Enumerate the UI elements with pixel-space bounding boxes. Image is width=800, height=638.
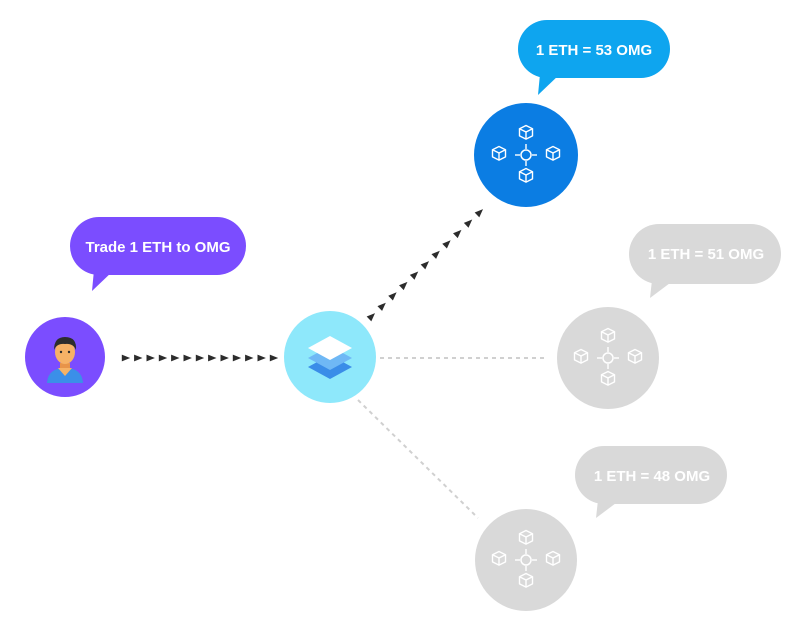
network-nodes-icon xyxy=(573,327,643,386)
arrow-head xyxy=(409,271,419,280)
arrow-head xyxy=(134,354,143,362)
arrow-head xyxy=(232,354,242,362)
arrow-head xyxy=(269,354,279,362)
network-hub xyxy=(520,149,532,161)
arrow-head xyxy=(474,209,484,218)
network-hub xyxy=(602,352,614,364)
arrow-head xyxy=(420,261,430,270)
exchange-node-3[interactable] xyxy=(475,509,577,611)
arrow-head xyxy=(195,354,205,362)
exchange-rate-text-2: 1 ETH = 51 OMG xyxy=(648,246,764,263)
arrow-head xyxy=(388,292,397,301)
arrow-head xyxy=(171,354,180,362)
network-hub xyxy=(520,554,532,566)
arrow-head xyxy=(146,354,155,362)
exchange-rate-bubble-best: 1 ETH = 53 OMG xyxy=(518,20,670,95)
arrow-head xyxy=(183,354,192,362)
exchange-node-2[interactable] xyxy=(557,307,659,409)
arrow-head xyxy=(220,354,229,362)
network-nodes-icon xyxy=(491,529,561,588)
user-node[interactable] xyxy=(25,317,105,397)
aggregator-node[interactable] xyxy=(284,311,376,403)
arrow-head xyxy=(442,240,451,249)
layers-icon xyxy=(308,336,352,379)
network-nodes-icon xyxy=(491,124,561,183)
exchange-rate-bubble-3: 1 ETH = 48 OMG xyxy=(575,446,727,518)
user-speech-bubble: Trade 1 ETH to OMG xyxy=(70,217,246,291)
exchange-node-best[interactable] xyxy=(474,103,578,207)
exchange-rate-text-3: 1 ETH = 48 OMG xyxy=(594,468,710,485)
arrow-head xyxy=(121,354,131,362)
arrow-head xyxy=(158,354,168,362)
connector-aggregator-to-exchange-3 xyxy=(357,399,479,519)
arrow-head xyxy=(366,313,376,322)
arrow-head xyxy=(463,219,473,228)
arrow-head xyxy=(399,281,408,291)
connector-user-to-aggregator xyxy=(121,354,279,362)
arrow-head xyxy=(377,302,386,311)
arrow-head xyxy=(453,229,462,239)
user-speech-text: Trade 1 ETH to OMG xyxy=(85,239,230,256)
connector-aggregator-to-best-exchange xyxy=(366,209,484,322)
exchange-rate-bubble-2: 1 ETH = 51 OMG xyxy=(629,224,781,298)
arrow-head xyxy=(257,354,266,362)
exchange-rate-text-best: 1 ETH = 53 OMG xyxy=(536,42,652,59)
arrow-head xyxy=(431,250,440,259)
arrow-head xyxy=(245,354,254,362)
arrow-head xyxy=(208,354,217,362)
user-avatar-icon xyxy=(47,337,83,383)
